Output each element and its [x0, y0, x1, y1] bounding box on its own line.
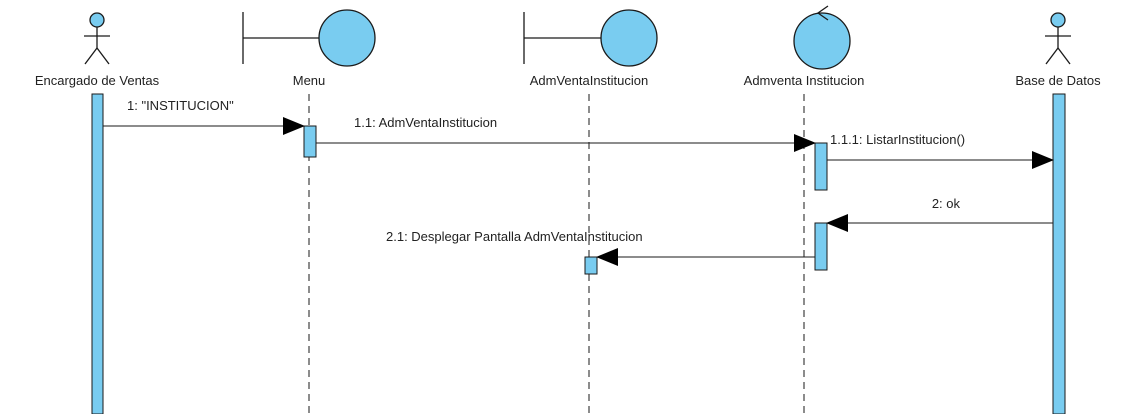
message-label: 1.1: AdmVentaInstitucion: [354, 115, 497, 130]
participant-label-admventa-boundary: AdmVentaInstitucion: [530, 73, 649, 88]
activation-bar-basedatos: [1052, 93, 1066, 414]
message-1: 1: "INSTITUCION": [103, 98, 305, 135]
participant-menu: Menu: [242, 9, 376, 414]
participant-admventa-boundary: AdmVentaInstitucion: [523, 9, 658, 414]
message-1-1: 1.1: AdmVentaInstitucion: [316, 115, 816, 152]
boundary-icon: [242, 9, 376, 67]
message-1-1-1: 1.1.1: ListarInstitucion(): [827, 132, 1054, 169]
actor-icon: [84, 12, 110, 65]
participant-label-encargado: Encargado de Ventas: [35, 73, 160, 88]
actor-icon: [1045, 12, 1071, 65]
message-2-1: 2.1: Desplegar Pantalla AdmVentaInstituc…: [386, 229, 815, 266]
boundary-icon: [523, 9, 658, 67]
control-icon: [793, 5, 851, 70]
participant-label-admventa-control: Admventa Institucion: [744, 73, 865, 88]
message-label: 2.1: Desplegar Pantalla AdmVentaInstituc…: [386, 229, 643, 244]
participant-admventa-control: Admventa Institucion: [744, 5, 865, 414]
participant-encargado: Encargado de Ventas: [35, 12, 160, 414]
participant-label-basedatos: Base de Datos: [1015, 73, 1101, 88]
participant-basedatos: Base de Datos: [1015, 12, 1101, 414]
participant-label-menu: Menu: [293, 73, 326, 88]
activation-bar-admventa-control-2: [814, 222, 828, 271]
activation-bar-encargado: [91, 93, 104, 414]
message-label: 2: ok: [932, 196, 961, 211]
activation-bar-admventa-control-1: [814, 142, 828, 191]
message-label: 1.1.1: ListarInstitucion(): [830, 132, 965, 147]
activation-bar-admventa-boundary: [584, 256, 598, 275]
message-label: 1: "INSTITUCION": [127, 98, 234, 113]
activation-bar-menu: [303, 125, 317, 158]
message-2: 2: ok: [826, 196, 1053, 232]
